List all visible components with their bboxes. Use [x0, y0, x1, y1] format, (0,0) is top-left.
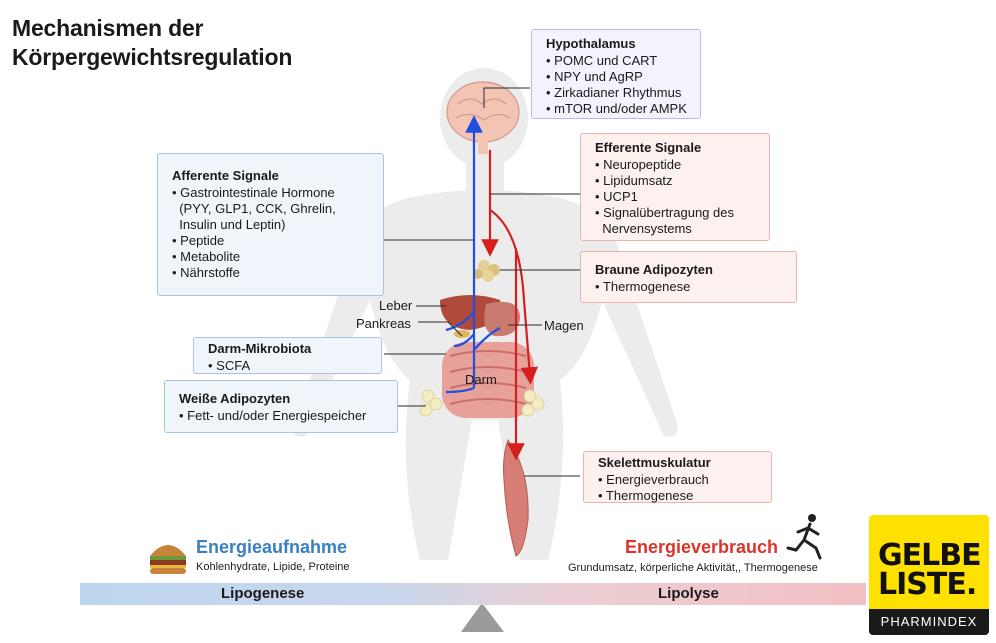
box-title: Weiße Adipozyten [179, 391, 291, 406]
box-title: Braune Adipozyten [595, 262, 713, 277]
skeletal-muscle-box: Skelettmuskulatur • Energieverbrauch • T… [583, 451, 772, 503]
hypothalamus-box: Hypothalamus • POMC und CART • NPY und A… [531, 29, 701, 119]
box-item: • Peptide [172, 233, 225, 248]
skeletal-muscle-icon [503, 438, 529, 557]
energy-expenditure: Energieverbrauch [568, 537, 778, 558]
connector-lines [384, 87, 580, 477]
efferent-signals-box: Efferente Signale • Neuropeptide • Lipid… [580, 133, 770, 241]
efferent-arrows [481, 150, 539, 461]
box-item: • Lipidumsatz [595, 173, 673, 188]
energy-expenditure-subtitle: Grundumsatz, körperliche Aktivität,, The… [568, 562, 818, 574]
energy-expenditure-title: Energieverbrauch [624, 537, 778, 557]
lipolyse-label: Lipolyse [658, 585, 719, 602]
box-item: Nervensystems [595, 221, 692, 236]
page-title: Mechanismen der Körpergewichtsregulation [12, 14, 292, 72]
box-item: • Fett- und/oder Energiespeicher [179, 408, 367, 423]
lipogenese-label: Lipogenese [221, 585, 305, 602]
box-item: • Metabolite [172, 249, 241, 264]
logo-subtitle: PHARMINDEX [869, 609, 989, 635]
box-item: • POMC und CART [546, 53, 658, 68]
box-item: • NPY und AgRP [546, 69, 643, 84]
digestive-organs-icon [440, 295, 534, 418]
box-item: • Nährstoffe [172, 265, 240, 280]
afferent-signals-box: Afferente Signale • Gastrointestinale Ho… [157, 153, 384, 296]
box-item: • Zirkadianer Rhythmus [546, 85, 682, 100]
title-line-1: Mechanismen der [12, 15, 204, 41]
box-title: Darm-Mikrobiota [208, 341, 312, 356]
box-item: • Thermogenese [598, 488, 694, 503]
energy-intake-title: Energieaufnahme [196, 537, 348, 557]
box-item: • mTOR und/oder AMPK [546, 101, 687, 116]
energy-intake: Energieaufnahme Kohlenhydrate, Lipide, P… [196, 537, 350, 573]
gelbe-liste-logo: GELBE LISTE. PHARMINDEX [869, 515, 989, 635]
brown-adipocytes-icon [473, 260, 500, 282]
balance-bar [80, 583, 866, 605]
box-item: • Neuropeptide [595, 157, 682, 172]
box-item: • Thermogenese [595, 279, 691, 294]
label-darm: Darm [465, 372, 497, 387]
afferent-arrows [445, 115, 501, 394]
box-item: • UCP1 [595, 189, 638, 204]
box-title: Efferente Signale [595, 140, 702, 155]
gut-microbiota-box: Darm-Mikrobiota • SCFA [193, 337, 382, 374]
runner-icon [786, 514, 822, 560]
brown-adipocytes-box: Braune Adipozyten • Thermogenese [580, 251, 797, 303]
white-adipocytes-box: Weiße Adipozyten • Fett- und/oder Energi… [164, 380, 398, 433]
box-item: • Signalübertragung des [595, 205, 734, 220]
title-line-2: Körpergewichtsregulation [12, 44, 293, 70]
label-magen: Magen [544, 318, 584, 333]
box-item: Insulin und Leptin) [172, 217, 286, 232]
brain-icon [446, 81, 520, 154]
balance-fulcrum [461, 603, 504, 632]
energy-intake-subtitle: Kohlenhydrate, Lipide, Proteine [196, 561, 350, 573]
energy-expenditure-sub: Grundumsatz, körperliche Aktivität,, The… [568, 559, 818, 574]
logo-line-2: LISTE. [878, 567, 977, 602]
box-item: • SCFA [208, 358, 251, 373]
white-adipocytes-icon [419, 389, 545, 417]
burger-icon [150, 545, 186, 574]
box-title: Afferente Signale [172, 168, 279, 183]
box-item: (PYY, GLP1, CCK, Ghrelin, [172, 201, 336, 216]
box-title: Skelettmuskulatur [598, 455, 711, 470]
label-leber: Leber [379, 298, 413, 313]
label-pankreas: Pankreas [356, 316, 411, 331]
box-item: • Gastrointestinale Hormone [172, 185, 335, 200]
box-item: • Energieverbrauch [598, 472, 709, 487]
box-title: Hypothalamus [546, 36, 636, 51]
logo-line-1: GELBE [878, 538, 982, 573]
